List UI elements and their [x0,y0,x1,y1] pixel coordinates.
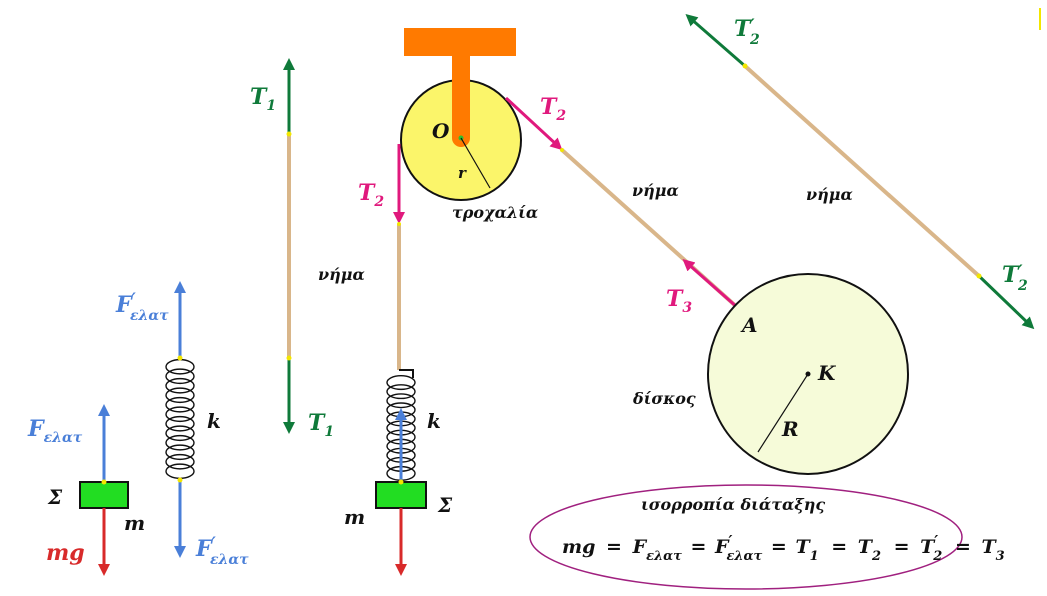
pulley-radius [460,137,491,189]
label-mg: mg [46,540,85,566]
spring-coil [165,377,195,394]
label-t1-top: T1 [250,84,276,114]
equilibrium-equation: mg = Fελατ = F′ελατ = T1 = T2 = T′2 = T3 [562,532,1005,565]
equilibrium-ellipse [529,484,963,590]
rope-hook [399,369,414,378]
contact-dot [560,148,564,152]
disc-radius [757,373,809,453]
label-k-disc: K [817,361,837,385]
block-middle [375,481,427,509]
label-t3: T3 [666,286,692,316]
tension-arrow-t2-diagonal [504,96,563,151]
label-k-left: k [207,409,221,433]
label-m-middle: m [344,505,365,529]
contact-dot [177,355,183,361]
equilibrium-title: ισορροπία διάταξης [641,495,825,514]
tension-arrow-t2p-down [977,274,1035,330]
spring-coil [165,406,195,423]
label-r-disc: R [781,417,799,441]
word-rope-vertical: νήμα [318,265,365,284]
spring-coil [165,387,195,404]
spring-coil [165,444,195,461]
spring-coil [165,368,195,385]
word-rope-diagonal: νήμα [632,181,679,200]
label-m-left: m [124,511,145,535]
spring-coil [165,425,195,442]
pulley-axle-bar [452,56,470,147]
label-t2-vertical: T2 [358,180,384,210]
label-sigma-left: Σ [47,485,63,509]
label-t2p-bottom: T′2 [1002,261,1028,294]
contact-dot [177,477,183,483]
contact-dot [742,63,748,69]
spring-coil [165,415,195,432]
label-k-middle: k [427,409,441,433]
label-t2p-top: T′2 [734,15,760,48]
spring-coil [386,375,416,391]
label-r: r [458,164,467,182]
contact-dot [398,479,404,485]
label-sigma-middle: Σ [437,493,453,517]
contact-dot [286,131,292,137]
word-pulley: τροχαλία [452,203,538,222]
label-t1-bottom: T1 [308,410,334,440]
label-t2-diagonal: T2 [540,94,566,124]
contact-dot [286,355,292,361]
spring-coil [165,396,195,413]
contact-dot [397,222,401,226]
rope-segment-t2p [743,64,981,278]
spring-coil [386,384,416,400]
tension-arrow-t3 [682,259,739,310]
label-f-left: Fελατ [27,416,83,446]
tension-arrow-t2p-up [685,14,746,68]
label-o: O [432,119,450,143]
label-f-prime-bottom: F′ελατ [195,533,249,568]
ceiling-support [404,28,516,56]
word-rope-right: νήμα [806,185,853,204]
contact-dot [101,479,107,485]
spring-coil [165,434,195,451]
spring-coil [386,393,416,409]
word-disc: δίσκος [632,389,696,408]
label-a: A [740,313,758,337]
spring-coil [165,463,195,480]
label-f-prime-top: F′ελατ [115,289,169,324]
block-left [79,481,129,509]
spring-left [165,358,195,480]
contact-dot [976,273,982,279]
spring-coil [165,453,195,470]
